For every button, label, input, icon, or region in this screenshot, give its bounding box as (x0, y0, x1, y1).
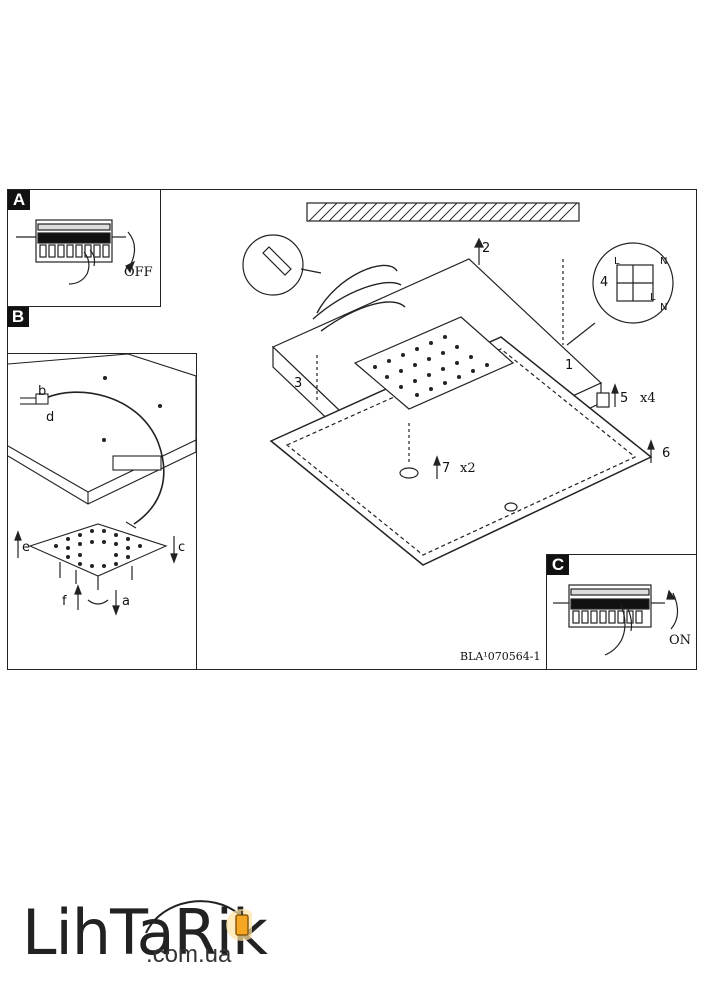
main-fixture-illustration (242, 202, 674, 566)
terminal-n-bottom: N (660, 302, 668, 313)
logo-domain: .com.ua (146, 941, 232, 968)
panel-c: C ON (546, 554, 697, 670)
panel-b-tag: B (7, 307, 29, 327)
off-label: OFF (124, 265, 153, 280)
callout-6: 6 (662, 446, 671, 461)
product-code: BLA¹070564-1 (460, 650, 541, 663)
quantity-5: x4 (640, 391, 656, 406)
panel-a: A OFF (7, 189, 161, 307)
breaker-off-illustration (16, 219, 136, 285)
callout-c: c (178, 540, 186, 555)
terminal-n-top: N (660, 256, 668, 267)
panel-a-tag: A (8, 190, 30, 210)
callout-2: 2 (482, 241, 491, 256)
callout-7: 7 (442, 461, 451, 476)
callout-4: 4 (600, 275, 609, 290)
quantity-7: x2 (460, 461, 476, 476)
logo-text: LihTaRik (22, 896, 268, 969)
terminal-l-top: L (614, 256, 620, 267)
callout-e: e (22, 540, 30, 555)
callout-a: a (122, 594, 130, 609)
callout-1: 1 (565, 358, 574, 373)
breaker-on-illustration (553, 584, 679, 656)
callout-d: d (46, 410, 55, 425)
terminal-l-bottom: L (650, 292, 656, 303)
callout-b: b (38, 384, 47, 399)
panel-b: b d c e f a (7, 353, 197, 670)
on-label: ON (669, 633, 692, 648)
panel-b-detail-illustration (8, 354, 196, 616)
panel-c-tag: C (547, 555, 569, 575)
lantern-icon (145, 900, 252, 941)
callout-f: f (62, 594, 67, 609)
brand-logo: LihTaRik .com.ua (22, 893, 268, 983)
callout-3: 3 (294, 376, 303, 391)
callout-5: 5 (620, 391, 629, 406)
